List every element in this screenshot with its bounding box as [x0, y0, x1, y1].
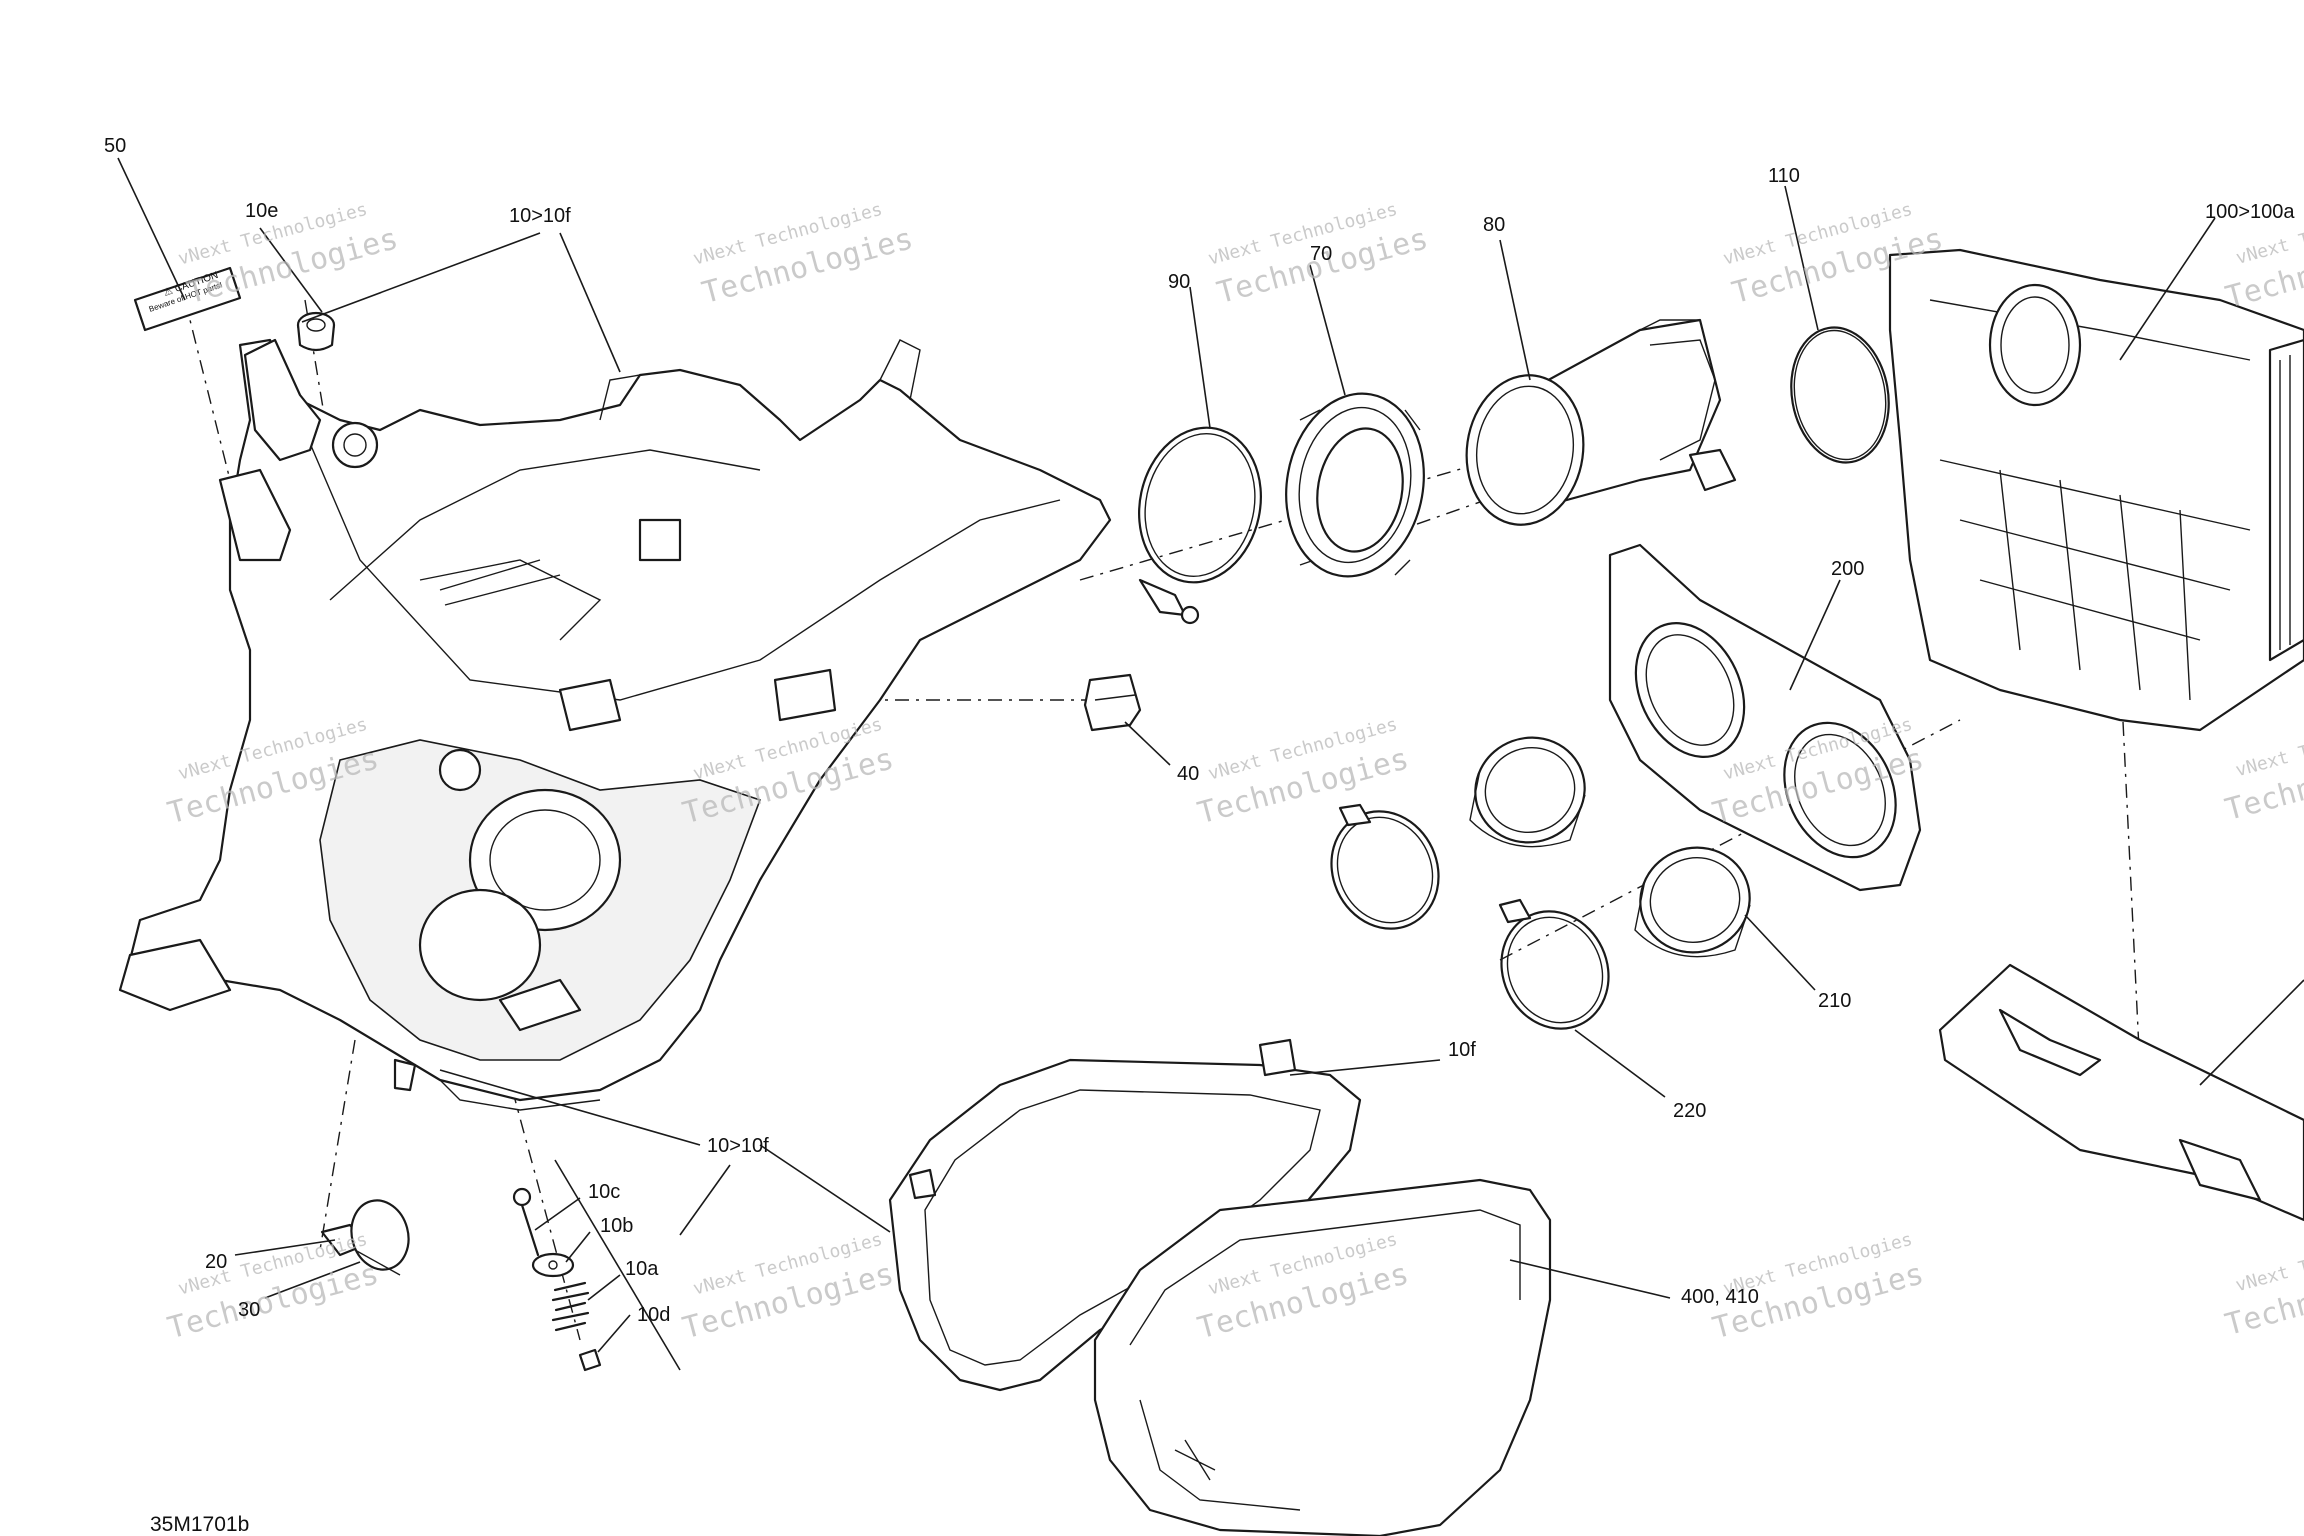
- filter-frame-200: [1608, 543, 1922, 892]
- airbox-housing: [118, 338, 1112, 1111]
- callout: 10d: [637, 1304, 670, 1326]
- filter-housing-100: [1888, 248, 2304, 732]
- callout: 20: [205, 1251, 227, 1273]
- small-hardware: [320, 1187, 602, 1372]
- watermark: vNext Technologies Technologies: [691, 199, 917, 311]
- sleeves-and-clamps: [1330, 736, 1751, 1030]
- callout: 400, 410: [1681, 1286, 1759, 1308]
- watermark: vNext Technologies Technologies: [164, 1229, 382, 1346]
- watermark: vNext Technologies Technologies: [2222, 710, 2304, 827]
- callout: 30: [238, 1299, 260, 1321]
- callout: 80: [1483, 214, 1505, 236]
- o-ring-110: [1790, 326, 1890, 464]
- callout: 10a: [625, 1258, 659, 1280]
- callout: 10e: [245, 200, 278, 222]
- callout: 10f: [1448, 1039, 1476, 1061]
- callout: 100>100a: [2205, 201, 2295, 223]
- callout: 210: [1818, 990, 1851, 1012]
- watermark: vNext Technologies Technologies: [2222, 1225, 2304, 1342]
- mounting-bracket: [1938, 963, 2304, 1222]
- callout: 40: [1177, 763, 1199, 785]
- clip-40: [1083, 673, 1142, 732]
- callout: 10>10f: [707, 1135, 769, 1157]
- callout: 50: [104, 135, 126, 157]
- grommet-part: [296, 311, 336, 352]
- intake-coupler-70: [1285, 392, 1425, 578]
- callout: 220: [1673, 1100, 1706, 1122]
- air-filter-element: [1093, 1178, 1552, 1536]
- callout: 200: [1831, 558, 1864, 580]
- callout: 10>10f: [509, 205, 571, 227]
- callout: 90: [1168, 271, 1190, 293]
- watermark: vNext Technologies Technologies: [679, 1229, 897, 1346]
- watermark: vNext Technologies Technologies: [176, 199, 402, 311]
- callouts: 50 10e 10>10f 90 70 80 110 100>100a 200 …: [104, 135, 2295, 1326]
- callout: 10c: [588, 1181, 620, 1203]
- callout: 110: [1768, 165, 1800, 187]
- watermark: vNext Technologies Technologies: [1194, 714, 1412, 831]
- svg-text:vNext Technologies: vNext Technologies: [2233, 710, 2304, 781]
- callout: 70: [1310, 243, 1332, 265]
- drawing-code: 35M1701b: [150, 1513, 249, 1536]
- hose-clamp-90: [1138, 426, 1262, 625]
- intake-tube-80: [1465, 318, 1737, 526]
- callout: 10b: [600, 1215, 633, 1237]
- leader-lines: [117, 157, 2304, 1371]
- svg-text:vNext Technologies: vNext Technologies: [2233, 1225, 2304, 1296]
